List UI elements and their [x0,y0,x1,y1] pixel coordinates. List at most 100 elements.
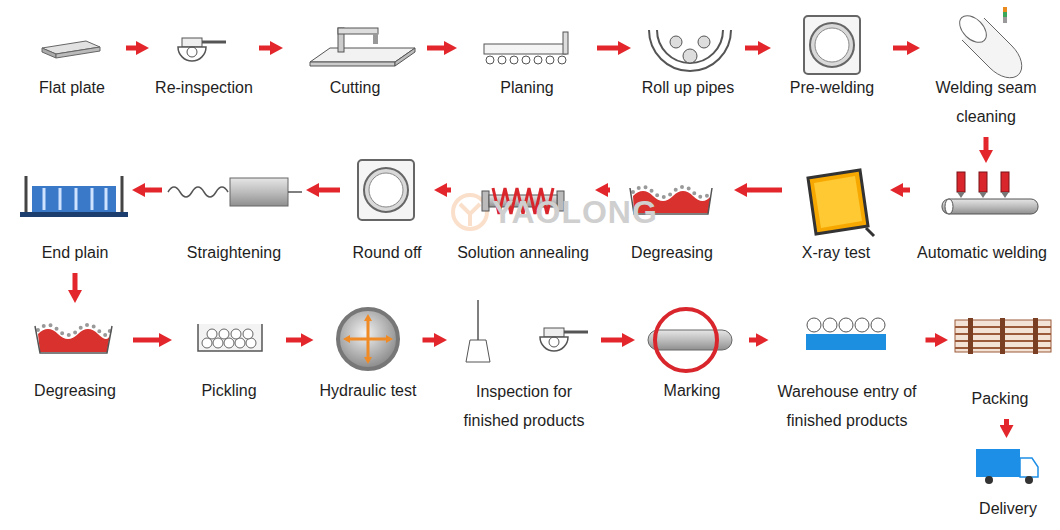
annealing-furnace-icon-part [482,191,489,211]
flow-arrow [316,188,340,193]
pre-welding-icon-part [810,23,854,67]
welding-torch-icon-part [979,172,987,192]
step-caption: Hydraulic test [316,376,421,405]
straightening-icon [168,178,302,206]
inspection-tools-icon-part [564,331,588,334]
round-off-icon-part [358,160,414,220]
step-label: Automatic welding [917,238,1047,267]
watermark-logo-part [460,204,480,226]
pickling-tank-icon-part [219,329,229,339]
process-step: Marking [637,300,747,409]
welding-torch-icon-part [1001,172,1009,192]
step-label: Hydraulic test [320,376,417,405]
cutting-table-icon-part [373,33,378,44]
step-caption: Straightening [164,238,304,267]
warehouse-rack-icon-part [871,318,885,332]
caption-row: End plain [20,238,130,267]
caption-row: Degreasing [612,238,732,267]
pre-welding-icon-part [815,28,849,62]
marking-icon-part [648,330,732,350]
caption-row: Flat plate [20,73,124,102]
x-ray-monitor-icon-part [814,176,862,228]
step-caption: Flat plate [20,73,124,102]
welding-torch-icon-part [942,199,1038,214]
process-step: Delivery [963,440,1053,527]
step-label: End plain [42,238,109,267]
flow-arrow [900,188,910,193]
end-facing-icon-part [59,188,62,210]
step-label: Inspection for finished products [454,377,594,435]
step-caption: Delivery [963,494,1053,523]
delivery-truck-icon-part [1020,458,1038,477]
planing-rollers-icon-part [486,56,494,64]
marking-icon-part [655,309,717,371]
pickling-tank-icon-part [235,338,245,348]
pickling-tank-icon-part [207,329,217,339]
step-caption: Planing [459,73,595,102]
caption-row: Marking [637,376,747,405]
pickling-tank-icon-part [231,329,241,339]
watermark: YAOLONG [492,194,658,231]
cutting-table-icon-part [310,62,395,66]
end-facing-icon-part [91,188,94,210]
step-caption: Round off [342,238,432,267]
process-step: Roll up pipes [633,22,743,106]
gauge-icon-part [182,38,202,47]
pickling-tank-icon-part [224,338,234,348]
straightening-icon-part [230,178,288,206]
pressure-test-icon-part [364,357,372,364]
gauge-icon-part [202,41,226,44]
step-caption: Re-inspection [151,73,257,102]
step-label: Cutting [330,73,381,102]
pickling-tank-icon-part [243,329,253,339]
warehouse-rack-icon-part [839,318,853,332]
pickling-tank-icon-part [202,338,212,348]
process-step: Degreasing [19,305,131,409]
pressure-test-icon-part [343,335,350,343]
step-caption: Inspection for finished products [449,377,599,435]
step-label: Pre-welding [790,73,874,102]
step-label: Pickling [201,376,256,405]
step-caption: Solution annealing [453,238,593,267]
pressure-test-icon-part [386,335,393,343]
flow-arrow [259,46,273,51]
pickling-tank-icon-part [246,338,256,348]
rolling-icon-part [683,49,697,63]
planing-rollers-icon-part [522,56,530,64]
welding-torch-icon-part [945,199,953,214]
end-facing-icon-part [26,176,122,214]
welding-torch-icon-part [957,172,965,192]
end-facing-icon-part [32,186,116,212]
warehouse-rack-icon-part [806,334,886,350]
gauge-icon [178,38,226,61]
step-caption: Degreasing [612,238,732,267]
process-step: X-ray test [784,165,888,271]
flow-arrow [286,338,304,343]
cutting-table-icon-part [338,28,378,34]
warehouse-rack-icon-part [855,318,869,332]
planing-rollers-icon-part [563,32,568,54]
flow-arrow [423,338,438,343]
caption-row: Warehouse entry of finished products [771,377,924,435]
step-caption: X-ray test [784,238,888,267]
step-caption: Cutting [285,73,425,102]
caption-row: Delivery [963,494,1053,523]
welding-torch-icon-part [957,192,965,198]
planing-rollers-icon-part [534,56,542,64]
warehouse-rack-icon-part [823,318,837,332]
step-caption: Welding seam cleaning [922,73,1050,131]
caption-row: Inspection for finished products [449,377,599,435]
seam-cleaning-icon-part [1003,12,1007,17]
delivery-truck-icon [976,449,1038,484]
warehouse-rack-icon-part [807,318,821,332]
caption-row: Planing [459,73,595,102]
x-ray-monitor-icon-part [866,228,874,236]
seam-cleaning-icon [955,7,1022,78]
flow-arrow [133,338,162,343]
step-caption: Pickling [174,376,284,405]
caption-row: Re-inspection [151,73,257,102]
seam-cleaning-icon-part [1003,7,1007,12]
rolling-icon-part [698,36,710,48]
cutting-table-icon [310,28,415,66]
